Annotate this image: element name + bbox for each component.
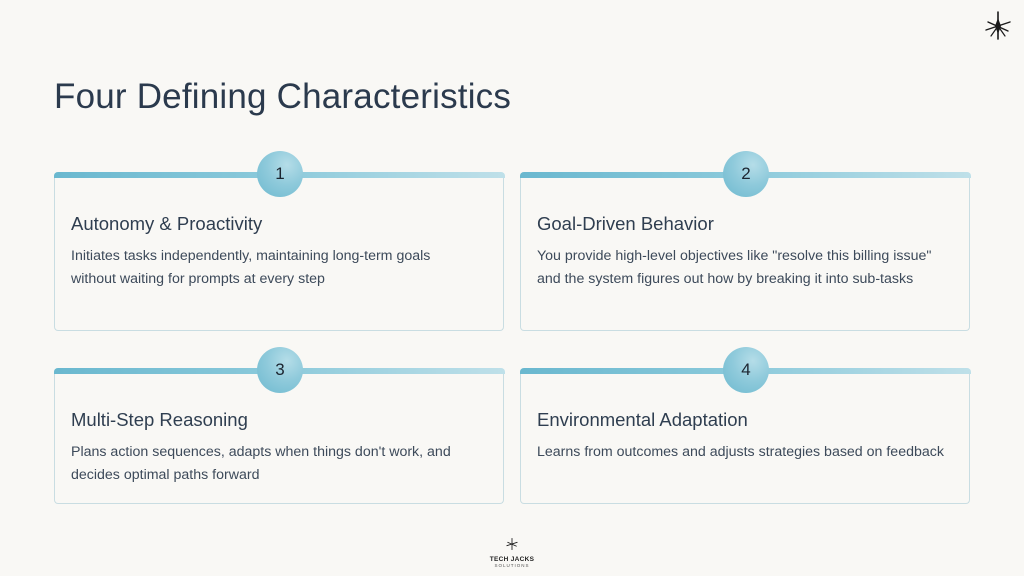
number-badge: 3: [257, 347, 303, 393]
card-description: Initiates tasks independently, maintaini…: [71, 248, 431, 287]
number-badge: 2: [723, 151, 769, 197]
card-description: You provide high-level objectives like "…: [537, 248, 932, 287]
card-heading: Goal-Driven Behavior: [537, 213, 714, 234]
star-burst-icon: [985, 11, 1011, 40]
number-badge: 4: [723, 347, 769, 393]
card-heading: Multi-Step Reasoning: [71, 409, 248, 430]
footer-brand-logo: TECH JACKS SOLUTIONS: [485, 537, 539, 568]
brand-name: TECH JACKS: [489, 556, 535, 563]
brand-subtitle: SOLUTIONS: [494, 563, 530, 568]
card-heading: Environmental Adaptation: [537, 409, 748, 430]
card-heading: Autonomy & Proactivity: [71, 213, 263, 234]
characteristic-card-autonomy: 1 Autonomy & Proactivity Initiates tasks…: [53, 151, 505, 331]
star-burst-icon: [506, 538, 518, 550]
characteristic-card-multi-step: 3 Multi-Step Reasoning Plans action sequ…: [53, 347, 505, 504]
number-badge: 1: [257, 151, 303, 197]
characteristic-card-environmental: 4 Environmental Adaptation Learns from o…: [519, 347, 971, 504]
card-description: Plans action sequences, adapts when thin…: [71, 444, 451, 483]
page-title: Four Defining Characteristics: [54, 77, 512, 116]
card-description: Learns from outcomes and adjusts strateg…: [537, 444, 944, 460]
characteristic-card-goal-driven: 2 Goal-Driven Behavior You provide high-…: [519, 151, 971, 331]
